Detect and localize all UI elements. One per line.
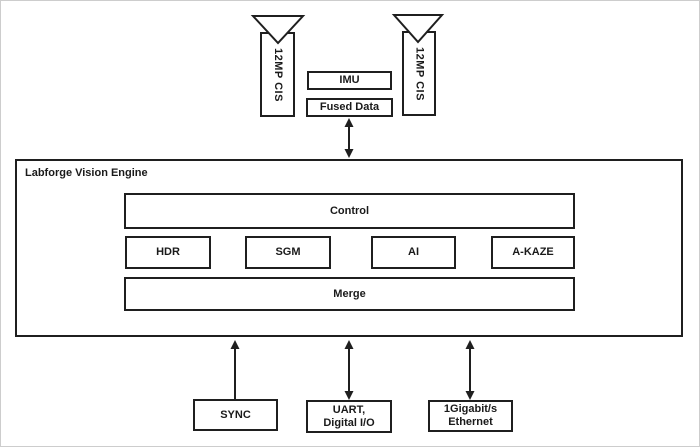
- control-label: Control: [329, 204, 370, 217]
- arrow-sync-engine: [230, 340, 240, 399]
- merge-label: Merge: [333, 287, 366, 300]
- sync-label: SYNC: [220, 408, 251, 421]
- uart-label-line1: UART,: [332, 403, 366, 416]
- ai-label: AI: [408, 246, 419, 258]
- sync-box: SYNC: [193, 399, 278, 431]
- akaze-block: A-KAZE: [491, 236, 575, 269]
- imu-label: IMU: [339, 74, 360, 86]
- camera-right-box: 12MP CIS: [402, 31, 436, 116]
- camera-left-box: 12MP CIS: [260, 32, 295, 117]
- merge-block: Merge: [124, 277, 575, 311]
- arrow-fused-engine: [344, 118, 354, 158]
- control-block: Control: [124, 193, 575, 229]
- imu-box: IMU: [307, 71, 392, 90]
- vision-engine-title: Labforge Vision Engine: [25, 167, 148, 179]
- arrow-ethernet-engine: [465, 340, 475, 400]
- fused-data-box: Fused Data: [306, 98, 393, 117]
- uart-box: UART, Digital I/O: [306, 400, 392, 433]
- camera-left-label: 12MP CIS: [272, 47, 284, 102]
- sgm-label: SGM: [275, 246, 301, 258]
- sgm-block: SGM: [245, 236, 331, 269]
- ai-block: AI: [371, 236, 456, 269]
- hdr-label: HDR: [156, 246, 180, 258]
- arrow-uart-engine: [344, 340, 354, 400]
- uart-label-line2: Digital I/O: [323, 416, 375, 429]
- ethernet-box: 1Gigabit/s Ethernet: [428, 400, 513, 432]
- fused-data-label: Fused Data: [319, 101, 380, 113]
- hdr-block: HDR: [125, 236, 211, 269]
- ethernet-label-line2: Ethernet: [448, 416, 493, 428]
- camera-right-label: 12MP CIS: [413, 46, 426, 101]
- ethernet-label-line1: 1Gigabit/s: [443, 403, 498, 415]
- akaze-label: A-KAZE: [512, 246, 554, 258]
